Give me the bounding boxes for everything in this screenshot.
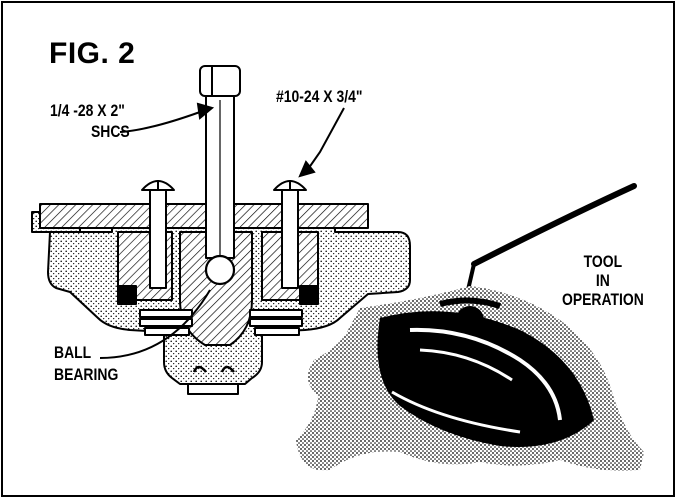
ball-bearing-label-line1: BALL [54,343,92,362]
right-screw [273,180,307,289]
leader-lines [99,102,345,359]
bearing-stack-right [249,309,303,336]
cross-section-drawing [31,65,411,395]
left-screw [141,180,175,289]
seal-left [117,285,137,305]
clamp-plate [39,203,369,229]
ball-bearing [204,254,236,286]
shcs-type-label: SHCS [91,122,130,141]
center-bolt [199,65,241,259]
tool-in-operation-photo [296,183,644,471]
seal-right [299,285,319,305]
screw-size-label: #10-24 X 3/4" [276,87,363,106]
bearing-stack-left [139,309,193,336]
tool-handle [471,183,637,267]
bottom-boss [187,383,239,395]
figure-title: FIG. 2 [49,37,136,70]
tool-label-line3: OPERATION [561,290,644,309]
tool-in-operation-label: TOOL IN OPERATION [562,252,644,309]
tool-label-line2: IN [595,271,610,290]
shcs-size-label: 1/4 -28 X 2" [50,101,125,120]
tool-label-line1: TOOL [583,252,623,271]
ball-bearing-label-line2: BEARING [54,365,119,384]
